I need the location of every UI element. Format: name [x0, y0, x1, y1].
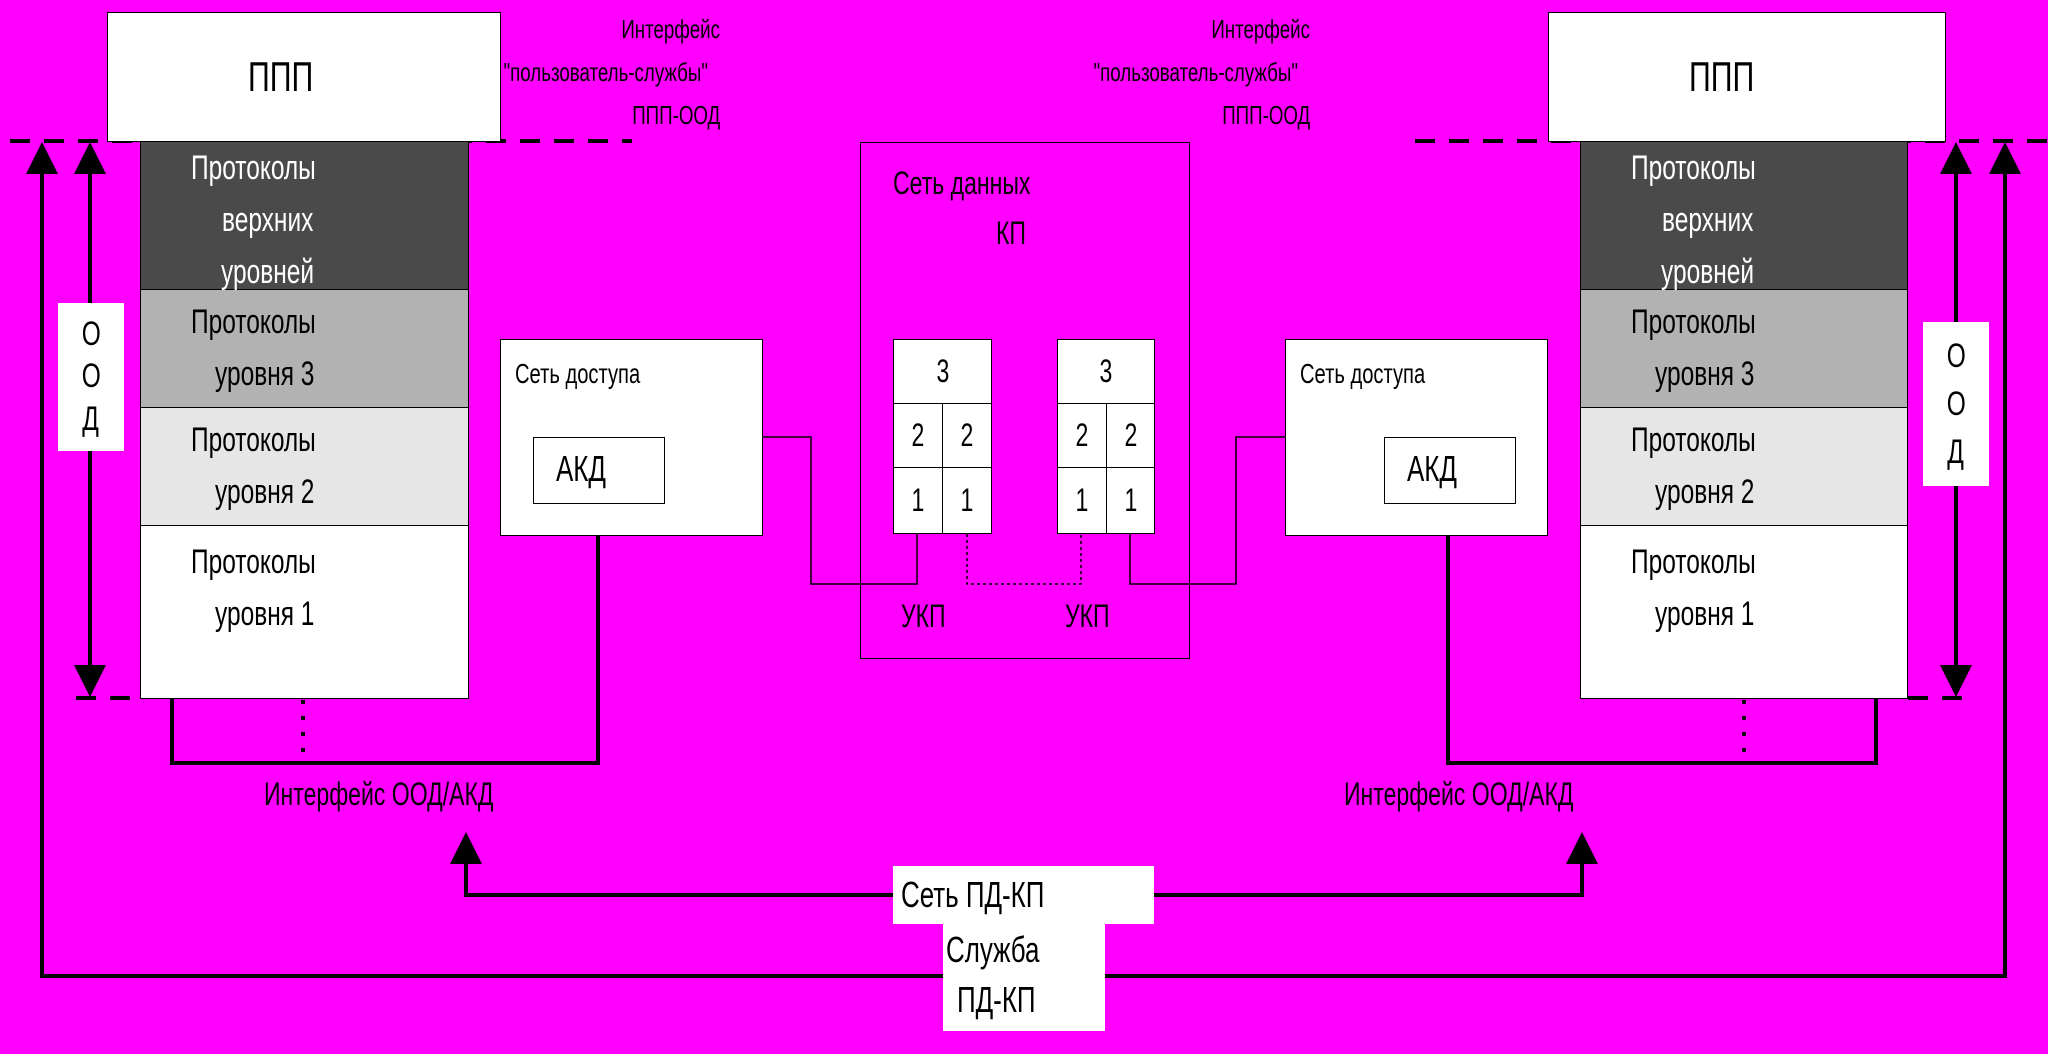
right-layer2-band: Протоколы уровня 2: [1581, 408, 1907, 526]
right-akd-box: АКД: [1384, 437, 1516, 504]
right-access-link: [1129, 436, 1285, 585]
data-network-subtitle: КП: [996, 215, 1026, 251]
right-layer1-band: Протоколы уровня 1: [1581, 526, 1907, 697]
right-user-service-interface-label: Интерфейс "пользователь-службы" ППП-ООД: [1093, 14, 1310, 130]
left-protocol-stack: Протоколы верхних уровней Протоколы уров…: [140, 141, 469, 699]
left-layer3-band: Протоколы уровня 3: [141, 290, 468, 408]
node2-label: УКП: [1065, 598, 1110, 634]
right-ppp-box: ППП: [1548, 12, 1946, 142]
pd-kp-network-label: Сеть ПД-КП: [901, 874, 1045, 915]
left-service-arrow-head: [26, 142, 58, 174]
node2-layer1-right-cell: 1: [1106, 467, 1155, 534]
pd-kp-network-box: Сеть ПД-КП: [893, 866, 1154, 924]
node1-layer1-left-cell: 1: [893, 467, 943, 534]
node2-layer3-cell: 3: [1057, 339, 1155, 404]
right-ood-arrow-down-head: [1940, 665, 1972, 697]
data-network-title: Сеть данных: [893, 165, 1031, 201]
switching-node-1: 3 2 2 1 1: [893, 339, 992, 534]
pd-kp-service-line2: ПД-КП: [957, 979, 1036, 1020]
node2-layer2-right-cell: 2: [1106, 403, 1155, 468]
right-ppp-label: ППП: [1689, 53, 1755, 100]
left-akd-box: АКД: [533, 437, 665, 504]
right-ood-arrow-up-head: [1940, 142, 1972, 174]
left-ood-arrow-down-head: [74, 665, 106, 697]
data-network-box: Сеть данных КП УКП УКП: [860, 142, 1190, 659]
pd-kp-service-line1: Служба: [946, 929, 1040, 970]
left-ppp-box: ППП: [107, 12, 501, 142]
node1-layer1-right-cell: 1: [942, 467, 992, 534]
node2-layer2-left-cell: 2: [1057, 403, 1107, 468]
pd-kp-service-box: Служба ПД-КП: [943, 923, 1105, 1031]
right-network-arrow-head: [1566, 832, 1598, 864]
inter-node-dashed-link: [966, 522, 1082, 585]
node1-layer2-left-cell: 2: [893, 403, 943, 468]
left-ppp-label: ППП: [248, 53, 314, 100]
left-ood-arrow-up-head: [74, 142, 106, 174]
left-ood-akd-interface-label: Интерфейс ООД/АКД: [264, 776, 494, 812]
left-layer1-band: Протоколы уровня 1: [141, 526, 468, 697]
node2-layer1-left-cell: 1: [1057, 467, 1107, 534]
left-ood-akd-connector: [170, 503, 600, 765]
right-upper-layers-band: Протоколы верхних уровней: [1581, 142, 1907, 291]
left-access-network-label: Сеть доступа: [515, 358, 641, 389]
left-access-link: [762, 436, 918, 585]
right-protocol-stack: Протоколы верхних уровней Протоколы уров…: [1580, 141, 1908, 699]
right-layer3-band: Протоколы уровня 3: [1581, 290, 1907, 408]
right-akd-label: АКД: [1407, 448, 1457, 489]
right-service-arrow-head: [1989, 142, 2021, 174]
node1-layer3-cell: 3: [893, 339, 992, 404]
switching-node-2: 3 2 2 1 1: [1057, 339, 1155, 534]
left-access-network-box: Сеть доступа АКД: [500, 339, 763, 536]
node1-label: УКП: [901, 598, 946, 634]
left-akd-label: АКД: [556, 448, 606, 489]
right-ood-akd-connector: [1446, 503, 1878, 765]
right-ood-akd-interface-label: Интерфейс ООД/АКД: [1344, 776, 1574, 812]
right-access-network-box: Сеть доступа АКД: [1285, 339, 1548, 536]
left-network-arrow-head: [450, 832, 482, 864]
right-access-network-label: Сеть доступа: [1300, 358, 1426, 389]
left-user-service-interface-label: Интерфейс "пользователь-службы" ППП-ООД: [503, 14, 720, 130]
left-upper-layers-band: Протоколы верхних уровней: [141, 142, 468, 291]
left-layer2-band: Протоколы уровня 2: [141, 408, 468, 526]
node1-layer2-right-cell: 2: [942, 403, 992, 468]
left-ood-label: О О Д: [58, 303, 124, 451]
right-ood-label: О О Д: [1923, 322, 1989, 486]
